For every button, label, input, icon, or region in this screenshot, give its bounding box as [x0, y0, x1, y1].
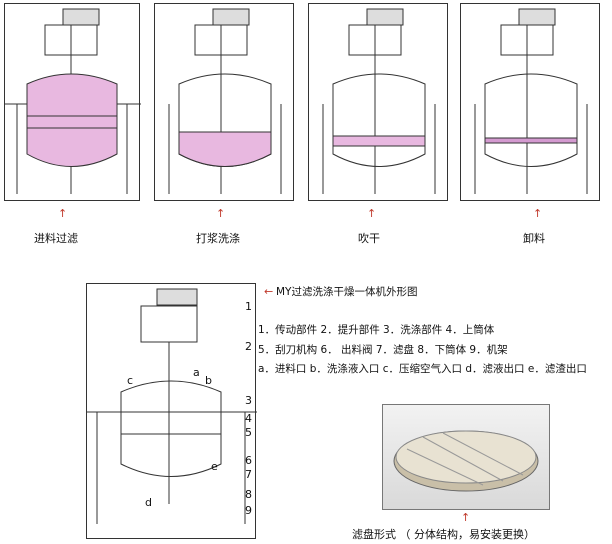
- main-title: MY过滤洗涤干燥一体机外形图: [276, 286, 418, 298]
- vessel-diagram: [322, 8, 436, 194]
- stage-label: 打浆洗涤: [196, 232, 240, 245]
- vessel-diagram: [168, 8, 282, 194]
- arrow-up-icon: ↑: [367, 207, 377, 220]
- stage-panel-discharge: [460, 3, 600, 201]
- vessel-diagram: [474, 8, 588, 194]
- port-letter: c: [127, 374, 134, 387]
- vessel-diagram: [5, 8, 141, 194]
- part-number: 9: [245, 504, 252, 517]
- stage-panel-feed-filter: [4, 3, 141, 201]
- port-letter: d: [145, 496, 152, 509]
- filter-plate-photo: [382, 404, 550, 510]
- part-number: 7: [245, 468, 252, 481]
- arrow-left-icon: ←: [264, 285, 274, 298]
- main-outline-drawing: 1 2 3 4 5 6 7 8 9 a b c d e: [86, 283, 257, 539]
- legend-line-1: 1．传动部件 2．提升部件 3．洗涤部件 4．上筒体: [258, 324, 495, 336]
- arrow-up-icon: ↑: [58, 207, 68, 220]
- arrow-up-icon: ↑: [216, 207, 226, 220]
- part-number: 5: [245, 426, 252, 439]
- arrow-up-icon: ↑: [533, 207, 543, 220]
- stage-label: 吹干: [358, 232, 380, 245]
- arrow-up-icon: ↑: [461, 511, 471, 524]
- part-number: 6: [245, 454, 252, 467]
- stage-label: 进料过滤: [34, 232, 78, 245]
- port-letter: a: [193, 366, 200, 379]
- stage-panel-slurry-wash: [154, 3, 294, 201]
- stage-panel-blow-dry: [308, 3, 448, 201]
- part-number: 2: [245, 340, 252, 353]
- vessel-diagram: [87, 288, 257, 524]
- part-number: 8: [245, 488, 252, 501]
- part-number: 4: [245, 412, 252, 425]
- port-letter: b: [205, 374, 212, 387]
- port-letter: e: [211, 460, 218, 473]
- filter-plate-image: [393, 430, 539, 492]
- legend-line-2: 5．刮刀机构 6． 出料阀 7．滤盘 8．下筒体 9．机架: [258, 344, 508, 356]
- photo-caption: 滤盘形式 （ 分体结构，易安装更换）: [352, 528, 535, 541]
- part-number: 3: [245, 394, 252, 407]
- legend-line-3: a．进料口 b．洗涤液入口 c．压缩空气入口 d．滤液出口 e．滤渣出口: [258, 363, 587, 375]
- stage-label: 卸料: [523, 232, 545, 245]
- part-number: 1: [245, 300, 252, 313]
